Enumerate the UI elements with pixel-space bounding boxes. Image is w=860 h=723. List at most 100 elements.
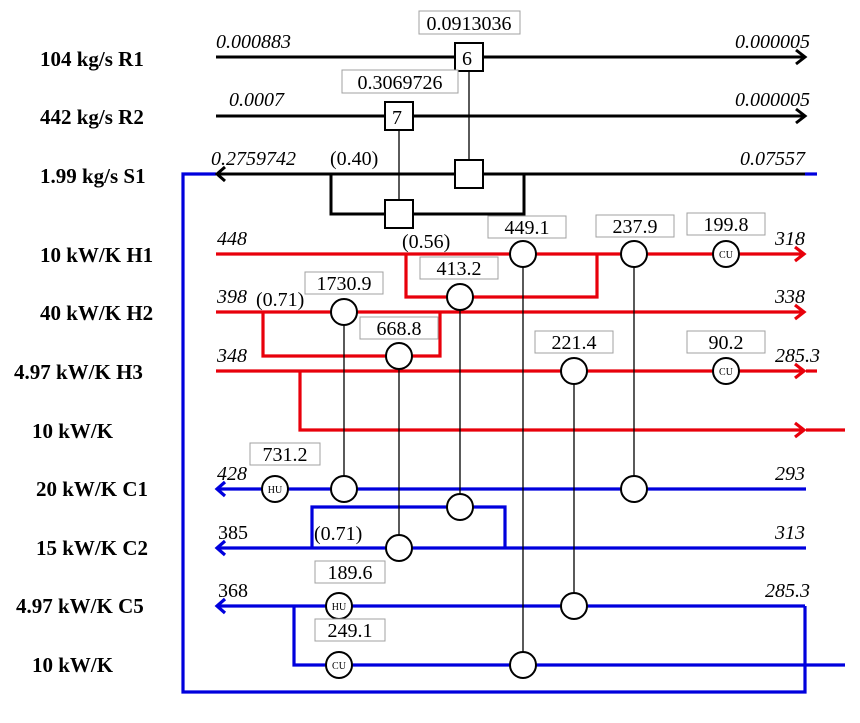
duty-box-me7 xyxy=(341,69,459,94)
utility-exchangers: CU CU HU HU CU xyxy=(261,240,740,679)
heater-c1-label: HU xyxy=(268,485,283,496)
duty-box-h3-cu xyxy=(686,330,766,354)
duty-h1-c6: 449.1 xyxy=(505,217,550,239)
c1-outlet-temp: 428 xyxy=(217,463,247,485)
cooler-h1[interactable] xyxy=(712,240,740,268)
stream-label-s1: 1.99 kg/s S1 xyxy=(40,164,146,188)
h1-outlet-temp: 318 xyxy=(774,228,805,250)
s1-inlet-value: 0.07557 xyxy=(740,148,806,170)
arrow-s1-icon xyxy=(214,165,226,183)
hx-h2-c2[interactable] xyxy=(385,342,413,370)
hx-h3-c5[interactable] xyxy=(560,357,588,385)
match-connectors xyxy=(343,68,635,665)
duty-box-c5-hu xyxy=(314,560,386,584)
hx-h2-c1[interactable] xyxy=(330,298,358,326)
duty-box-h2-c1 xyxy=(304,271,384,295)
duty-h2-c2: 668.8 xyxy=(377,318,422,340)
hx-h1-c2[interactable] xyxy=(446,283,474,311)
arrow-r2-icon xyxy=(795,107,808,125)
duty-labels: 0.0913036 0.3069726 449.1 237.9 199.8 41… xyxy=(249,10,766,642)
stream-label-h3: 4.97 kW/K H3 xyxy=(14,360,143,384)
duty-h1-c2: 413.2 xyxy=(437,258,482,280)
stream-label-c1: 20 kW/K C1 xyxy=(36,477,148,501)
hx-c2-h1[interactable] xyxy=(446,493,474,521)
hx-c6-h1[interactable] xyxy=(509,651,537,679)
c2-inlet-temp: 313 xyxy=(774,522,805,544)
c5-inlet-temp: 285.3 xyxy=(765,580,810,602)
split-fraction-h2: (0.71) xyxy=(256,289,304,311)
heat-exchangers xyxy=(330,240,648,679)
arrow-r1-icon xyxy=(795,48,808,66)
mass-exchanger-6-s1[interactable] xyxy=(454,159,484,189)
split-fraction-s1: (0.40) xyxy=(330,148,378,170)
duty-h1-c1: 237.9 xyxy=(613,216,658,238)
heater-c1[interactable] xyxy=(261,475,289,503)
stream-label-h2: 40 kW/K H2 xyxy=(40,301,153,325)
hx-c1-h2[interactable] xyxy=(330,475,358,503)
duty-h3-c5: 221.4 xyxy=(552,332,597,354)
r1-inlet-value: 0.000883 xyxy=(216,31,291,53)
cooler-h3-label: CU xyxy=(719,367,734,378)
h1-inlet-temp: 448 xyxy=(217,228,247,250)
s1-recycle-loop xyxy=(181,172,807,694)
h3-inlet-temp: 348 xyxy=(216,345,247,367)
c2-outlet-temp: 385 xyxy=(218,522,248,544)
duty-h3-cu: 90.2 xyxy=(709,332,744,354)
duty-box-c6-cu xyxy=(314,618,386,642)
mass-exchanger-7[interactable] xyxy=(384,101,414,131)
stream-labels: 104 kg/s R1 442 kg/s R2 1.99 kg/s S1 10 … xyxy=(14,47,153,677)
duty-me7: 0.3069726 xyxy=(358,72,443,94)
stream-label-c6: 10 kW/K xyxy=(32,653,114,677)
cooler-h3[interactable] xyxy=(712,357,740,385)
cold-streams xyxy=(214,480,806,667)
stream-label-r2: 442 kg/s R2 xyxy=(40,105,144,129)
duty-h2-c1: 1730.9 xyxy=(317,273,372,295)
duty-c6-cu: 249.1 xyxy=(328,620,373,642)
mass-exchanger-6-label: 6 xyxy=(462,48,472,70)
r2-inlet-value: 0.0007 xyxy=(229,89,285,111)
duty-box-me6 xyxy=(418,10,521,35)
stream-label-c5: 4.97 kW/K C5 xyxy=(16,594,144,618)
cooler-c6[interactable] xyxy=(325,651,353,679)
duty-box-h1-c1 xyxy=(595,214,675,238)
s1-outlet-value: 0.2759742 xyxy=(211,148,296,170)
h2-outlet-temp: 338 xyxy=(774,286,805,308)
hx-h1-c6[interactable] xyxy=(509,240,537,268)
arrow-c2-icon xyxy=(214,539,227,557)
hx-h1-c1[interactable] xyxy=(620,240,648,268)
c1-inlet-temp: 293 xyxy=(775,463,805,485)
mass-exchanger-7-s1[interactable] xyxy=(384,199,414,229)
stream-label-h1: 10 kW/K H1 xyxy=(40,243,153,267)
heater-c5-label: HU xyxy=(332,602,347,613)
h1-split-branch xyxy=(404,254,599,299)
arrow-h2-icon xyxy=(794,303,807,321)
s1-split-branch xyxy=(329,174,526,216)
c5-outlet-temp: 368 xyxy=(218,580,248,602)
stream-label-c2: 15 kW/K C2 xyxy=(36,536,148,560)
arrow-h3-icon xyxy=(794,362,807,380)
duty-box-h2-c2 xyxy=(359,316,439,340)
duty-me6: 0.0913036 xyxy=(427,13,512,35)
recycle-loops xyxy=(181,172,847,694)
duty-box-h1-c6 xyxy=(487,215,567,239)
duty-box-h1-cu xyxy=(686,212,766,236)
duty-c1-hu: 731.2 xyxy=(263,444,308,466)
duty-box-h3-c5 xyxy=(534,330,614,354)
duty-h1-cu: 199.8 xyxy=(704,214,749,236)
hx-c5-h3[interactable] xyxy=(560,592,588,620)
split-fraction-h1: (0.56) xyxy=(402,231,450,253)
split-fractions: (0.40) (0.56) (0.71) (0.71) xyxy=(256,148,450,545)
duty-c5-hu: 189.6 xyxy=(328,562,373,584)
arrow-c5-icon xyxy=(214,597,227,615)
duty-box-h1-c2 xyxy=(419,256,499,280)
duty-box-c1-hu xyxy=(249,442,321,466)
hx-c1-h1[interactable] xyxy=(620,475,648,503)
split-fraction-c2: (0.71) xyxy=(314,523,362,545)
mass-exchanger-6[interactable] xyxy=(454,42,484,72)
stream-c6 xyxy=(292,606,805,667)
r1-outlet-value: 0.000005 xyxy=(735,31,810,53)
h2-split-branch xyxy=(261,312,442,358)
r2-outlet-value: 0.000005 xyxy=(735,89,810,111)
hx-c2-h2[interactable] xyxy=(385,534,413,562)
